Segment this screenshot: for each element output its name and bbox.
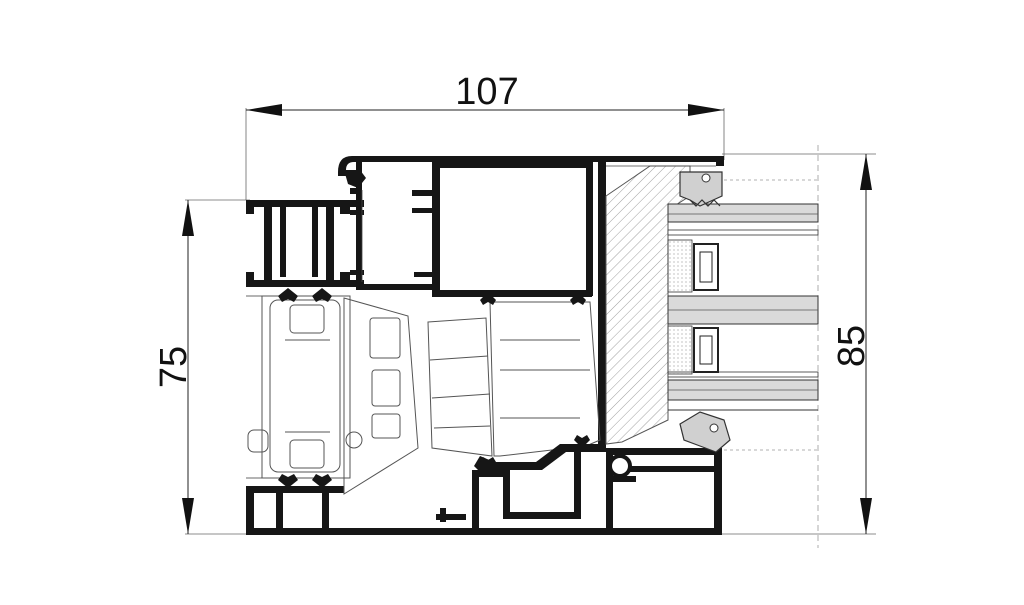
dimension-right-height: 85 [722,145,876,548]
dimension-width: 107 [245,71,725,200]
arrow-top [860,154,872,190]
profile-outlines [246,165,716,479]
dimension-left-height: 75 [153,199,250,535]
trim-box-left [246,200,364,287]
frame-top-profile [338,156,724,452]
glazing-unit [667,179,819,451]
arrow-bottom [860,498,872,534]
sash-profile [474,444,722,534]
arrow-top [182,200,194,236]
frame-bottom-profile [246,452,722,535]
glazing-seals [679,171,731,453]
width-label: 107 [455,71,518,113]
thermal-break-middle [427,301,601,457]
gasket-clips [278,170,590,488]
arrow-bottom [182,498,194,534]
arrow-right [688,104,724,116]
arrow-left [246,104,282,116]
thermal-break-left [247,295,419,495]
left-height-label: 75 [153,346,195,388]
right-height-label: 85 [831,325,873,367]
